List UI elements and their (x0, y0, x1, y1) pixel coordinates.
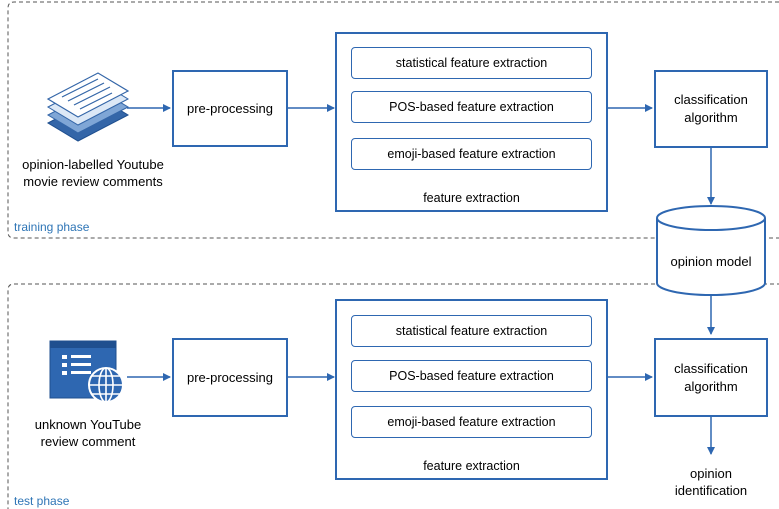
training-feature-pos-label: POS-based feature extraction (389, 100, 554, 114)
opinion-model-label: opinion model (670, 254, 752, 269)
training-feature-emoji: emoji-based feature extraction (351, 138, 592, 170)
training-feature-emoji-label: emoji-based feature extraction (387, 147, 556, 161)
test-feature-statistical: statistical feature extraction (351, 315, 592, 347)
test-feature-pos-label: POS-based feature extraction (389, 369, 554, 383)
training-classifier-box: classification algorithm (654, 70, 768, 148)
training-preprocessing-label: pre-processing (187, 100, 273, 116)
test-feature-statistical-label: statistical feature extraction (395, 324, 548, 338)
training-phase-label: training phase (14, 220, 90, 234)
training-feature-pos: POS-based feature extraction (351, 91, 592, 123)
test-classifier-box: classification algorithm (654, 338, 768, 417)
test-phase-label: test phase (14, 494, 70, 508)
document-stack-icon (46, 72, 130, 142)
test-feature-caption: feature extraction (423, 459, 520, 473)
test-preprocessing-box: pre-processing (172, 338, 288, 417)
test-feature-pos: POS-based feature extraction (351, 360, 592, 392)
training-classifier-line1: classification (674, 92, 748, 108)
test-source-label: unknown YouTube review comment (8, 417, 168, 451)
training-classifier-line2: algorithm (684, 110, 738, 125)
test-preprocessing-label: pre-processing (187, 369, 273, 385)
test-classifier-line2: algorithm (684, 378, 738, 394)
test-classifier-line1: classification (674, 360, 748, 376)
test-feature-emoji: emoji-based feature extraction (351, 406, 592, 438)
training-feature-caption: feature extraction (423, 191, 520, 205)
training-source-label-line1: opinion-labelled Youtube (22, 157, 164, 172)
training-source-label-line2: movie review comments (23, 173, 163, 189)
training-preprocessing-box: pre-processing (172, 70, 288, 147)
opinion-model-cylinder (656, 205, 766, 296)
output-line1: opinion (690, 466, 732, 481)
training-feature-statistical: statistical feature extraction (351, 47, 592, 79)
test-source-label-line1: unknown YouTube (34, 417, 142, 432)
web-page-globe-icon (49, 340, 124, 403)
opinion-identification-output: opinion identification (656, 466, 766, 500)
training-source-label: opinion-labelled Youtube movie review co… (8, 157, 178, 191)
test-feature-emoji-label: emoji-based feature extraction (387, 415, 556, 429)
test-source-label-line2: review comment (40, 433, 136, 449)
output-line2: identification (674, 482, 748, 498)
training-feature-statistical-label: statistical feature extraction (395, 56, 548, 70)
